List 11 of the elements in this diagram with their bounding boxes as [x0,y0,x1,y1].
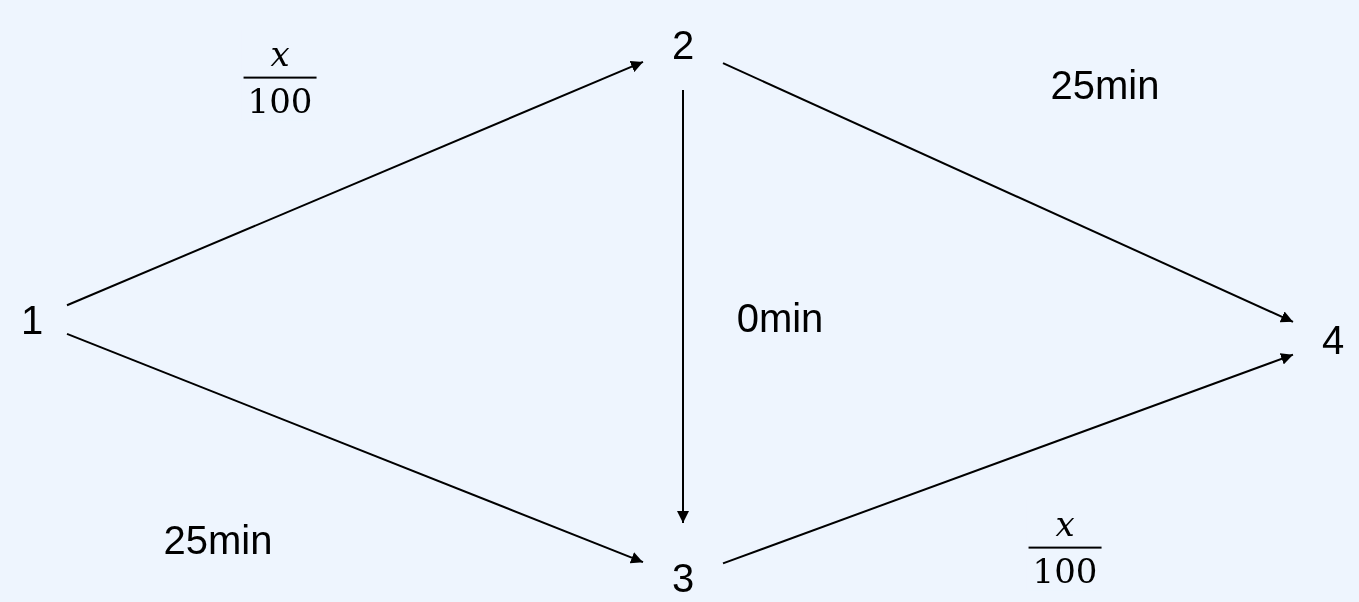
node-number: 4 [1321,320,1345,360]
arrow [722,353,1294,565]
node-number: 1 [20,300,44,340]
arrow [677,89,689,524]
fraction-label: x 100 [243,35,317,121]
fraction-label: x 100 [1028,505,1102,591]
node-number: 2 [671,25,695,65]
arrow [66,332,644,564]
arrow [722,62,1294,323]
node-number: 3 [671,558,695,598]
arrow [66,60,644,307]
